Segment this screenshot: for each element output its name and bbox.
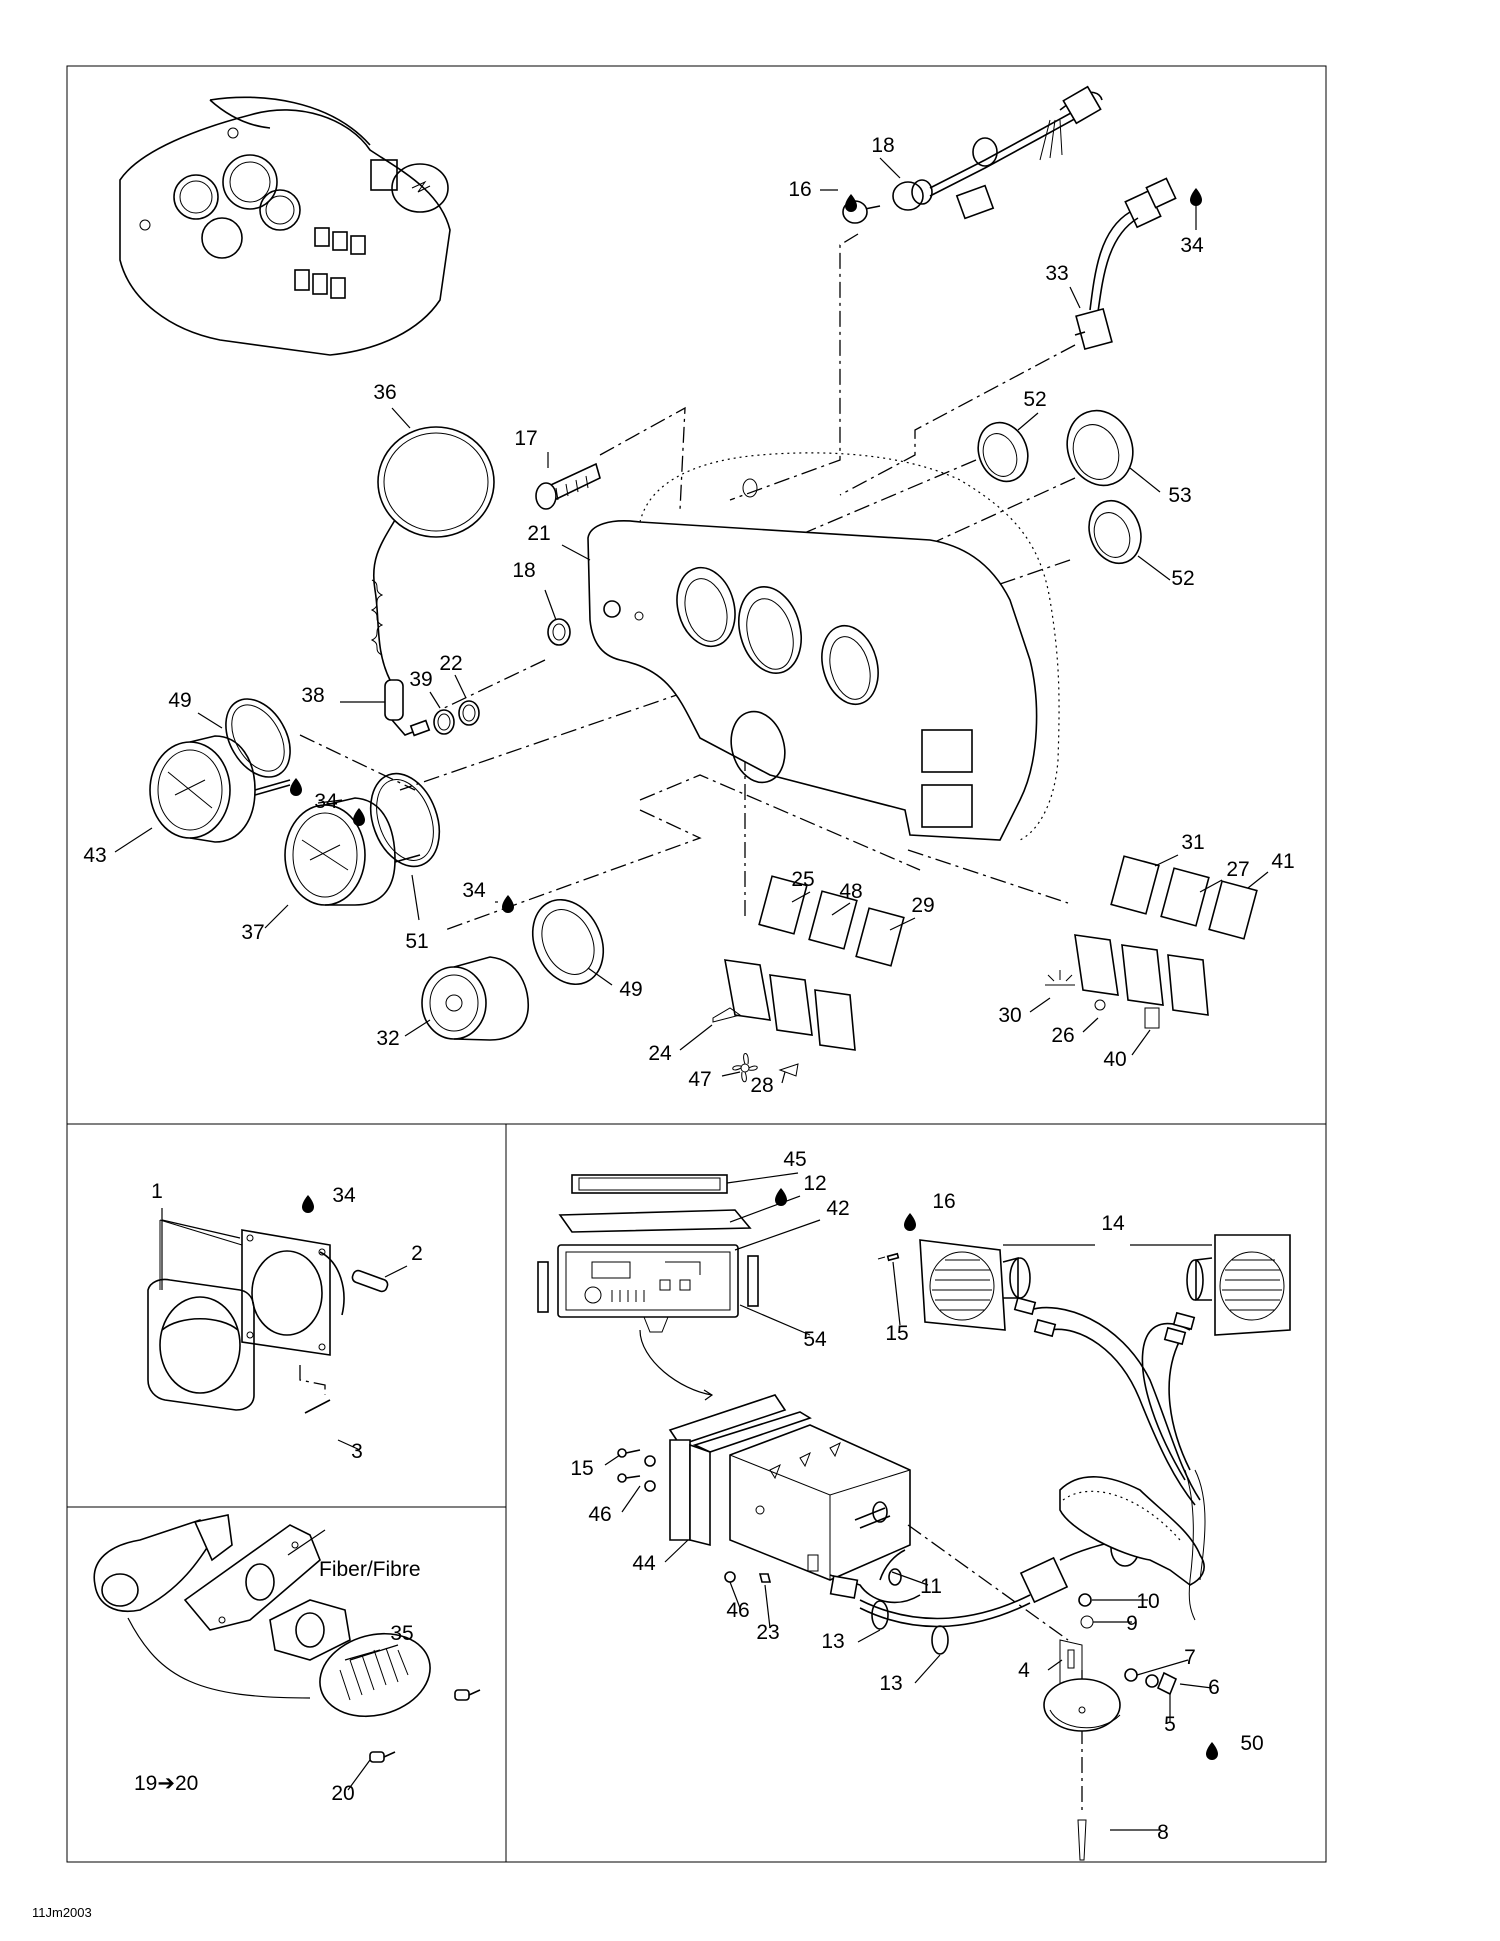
radio-assembly	[537, 1174, 1205, 1861]
callout-number: 28	[750, 1074, 773, 1097]
callout-number: 7	[1184, 1646, 1196, 1669]
callout-number: 15	[570, 1457, 593, 1480]
callout-number: 1	[151, 1180, 163, 1203]
callout-number: 4	[1018, 1659, 1030, 1682]
callout-number: 35	[390, 1622, 413, 1645]
callout-number: 15	[885, 1322, 908, 1345]
leader-lines	[114, 157, 1269, 1831]
sealant-icon	[1206, 1742, 1218, 1760]
callout-number: 34	[332, 1184, 356, 1207]
gauge-32	[421, 898, 605, 1041]
callout-number: 51	[405, 930, 428, 953]
safety-lanyard-36	[370, 426, 495, 737]
callout-number: 50	[1240, 1732, 1263, 1755]
callout-number: 39	[409, 668, 432, 691]
sealant-icon	[302, 1195, 314, 1213]
callout-number: 18	[512, 559, 535, 582]
callout-number: 12	[803, 1172, 826, 1195]
callout-number: 49	[168, 689, 191, 712]
callout-number: 32	[376, 1027, 399, 1050]
sealant-icon	[1190, 188, 1202, 206]
callout-number: 22	[439, 652, 462, 675]
callout-number: 23	[756, 1621, 779, 1644]
callout-number: 14	[1101, 1212, 1125, 1235]
callout-number: 53	[1168, 484, 1191, 507]
callout-number: 38	[301, 684, 324, 707]
callout-number: 16	[932, 1190, 955, 1213]
callout-number: 54	[803, 1328, 827, 1351]
callout-number: 42	[826, 1197, 849, 1220]
callout-number: 31	[1181, 831, 1204, 854]
sealant-icon	[502, 895, 514, 913]
callout-number: 17	[514, 427, 537, 450]
horn-assembly	[93, 1514, 481, 1763]
callout-number: 37	[241, 921, 264, 944]
gauge-37	[284, 772, 441, 906]
switch-group-right	[1045, 855, 1258, 1029]
callout-number: 5	[1164, 1713, 1176, 1736]
callout-number: 33	[1045, 262, 1068, 285]
rings-22-39	[433, 700, 480, 735]
ring-18	[547, 618, 571, 646]
callout-number: 34	[314, 790, 338, 813]
callout-number: 11	[920, 1575, 942, 1598]
callout-number: 30	[998, 1004, 1021, 1027]
speakers-14	[877, 1234, 1291, 1621]
callout-number: 2	[411, 1242, 423, 1265]
callout-number: 29	[911, 894, 934, 917]
fiber-label: Fiber/Fibre	[319, 1558, 421, 1581]
kit-label: 19➔20	[134, 1772, 198, 1795]
bracket-screws-15-46	[617, 1448, 772, 1583]
callout-number: 46	[726, 1599, 749, 1622]
callout-number: 16	[788, 178, 811, 201]
callout-number: 52	[1171, 567, 1194, 590]
sealant-icon	[290, 778, 302, 796]
sealant-icon	[845, 194, 857, 212]
dash-bezel-21	[587, 452, 1060, 841]
callout-number: 34	[462, 879, 486, 902]
callout-number: 36	[373, 381, 396, 404]
callout-number: 24	[648, 1042, 672, 1065]
callout-number: 34	[1180, 234, 1204, 257]
callout-number: 27	[1226, 858, 1249, 881]
callout-number: 52	[1023, 388, 1046, 411]
callout-number: 10	[1136, 1590, 1159, 1613]
callout-number: 18	[871, 134, 894, 157]
callout-number: 40	[1103, 1048, 1126, 1071]
nuts-52-53	[977, 409, 1142, 565]
callout-number: 26	[1051, 1024, 1074, 1047]
callout-number: 43	[83, 844, 106, 867]
gauge-43	[149, 698, 291, 843]
callout-number: 6	[1208, 1676, 1220, 1699]
callout-number: 20	[331, 1782, 354, 1805]
callout-number: 13	[879, 1672, 902, 1695]
switch-33	[1074, 177, 1177, 351]
callout-number: 13	[821, 1630, 844, 1653]
callout-number: 49	[619, 978, 642, 1001]
switch-group-left	[712, 875, 905, 1083]
callout-number: 3	[351, 1440, 363, 1463]
callout-number: 21	[527, 522, 550, 545]
callout-number: 44	[632, 1552, 656, 1575]
diagram-frame	[66, 65, 1327, 1863]
console-overview	[119, 96, 451, 356]
sealant-icon	[353, 808, 365, 826]
callout-number: 47	[688, 1068, 711, 1091]
cap-17	[535, 462, 601, 510]
callout-labels-bottom-left: 1 34 2 3 35 20	[151, 1180, 423, 1805]
callout-number: 46	[588, 1503, 611, 1526]
callout-number: 9	[1126, 1612, 1138, 1635]
callout-number: 48	[839, 880, 862, 903]
callout-labels-top: 18 16 34 33 36 17 52 53 21 18 52 22 39 38 49 34 43 31 27 41…	[83, 134, 1294, 1097]
housing-1	[147, 1219, 389, 1414]
callout-number: 8	[1157, 1821, 1169, 1844]
callout-number: 45	[783, 1148, 806, 1171]
sealant-icon	[904, 1213, 916, 1231]
diagram-code: 11Jm2003	[32, 1905, 92, 1920]
callout-number: 25	[791, 868, 814, 891]
sealant-markers	[290, 188, 1218, 1760]
callout-number: 41	[1271, 850, 1294, 873]
